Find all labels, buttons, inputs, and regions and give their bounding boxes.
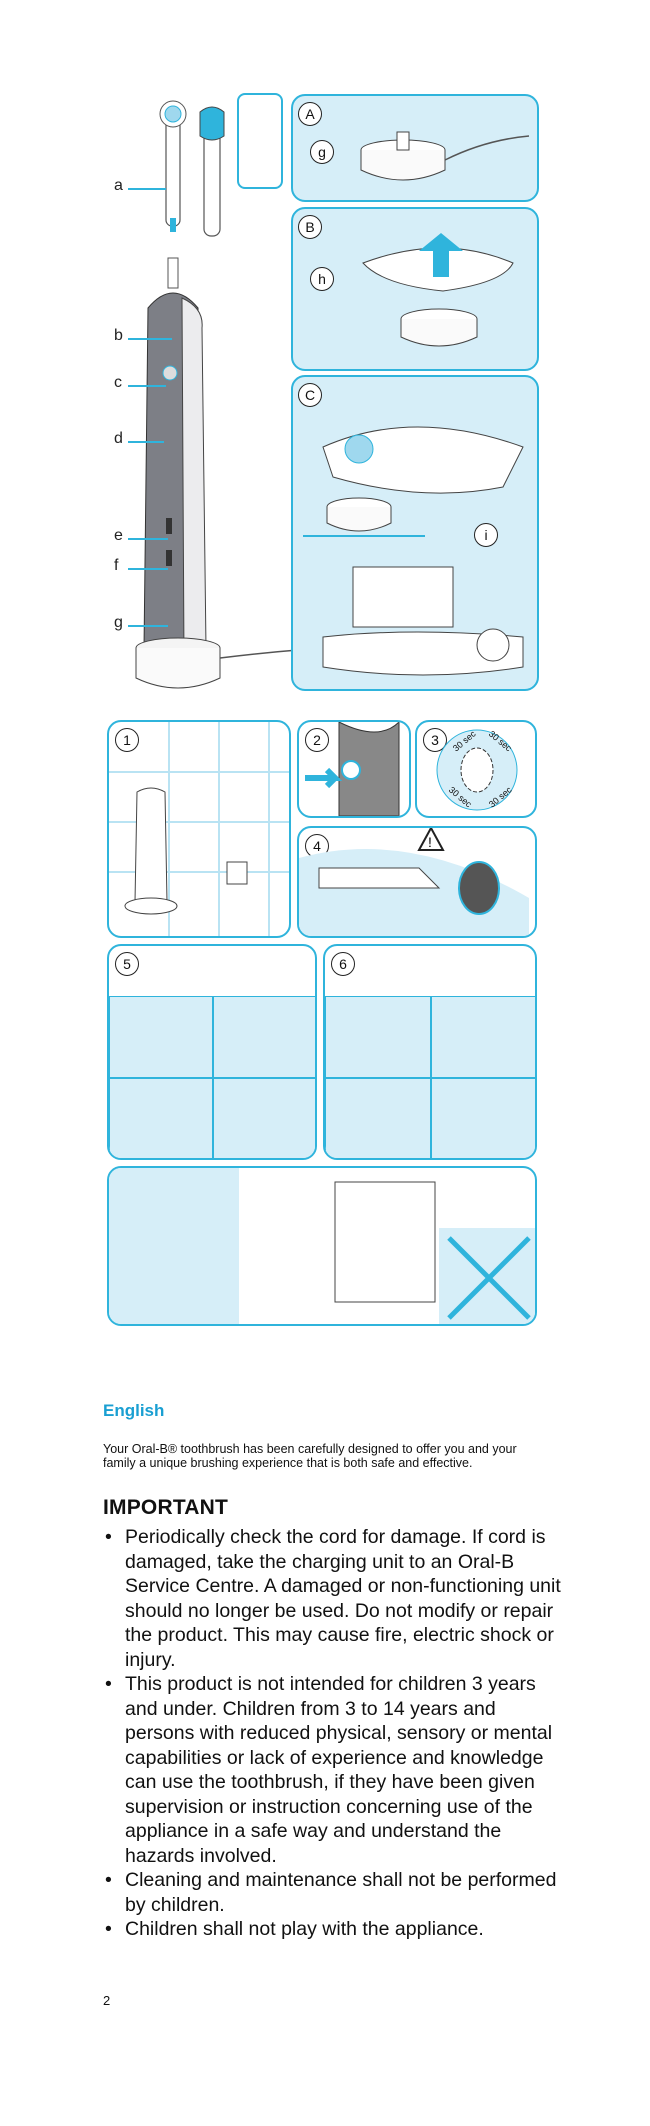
step-4-illustration: ! [299,828,529,936]
step-2-panel: 2 [297,720,411,818]
step-5-panel: 5 [107,944,317,1160]
language-heading: English [103,1401,165,1420]
label-g: g [310,140,334,164]
callout-g [128,625,168,627]
part-label-a: a [114,177,123,194]
part-label-g: g [114,614,123,631]
list-item: • Periodically check the cord for damage.… [103,1525,563,1672]
panel-c: C i [291,375,539,691]
callout-b [128,338,172,340]
list-item-text: Cleaning and maintenance shall not be pe… [125,1869,557,1916]
step-5-cell-3 [109,1078,213,1158]
label-i: i [474,523,498,547]
storage-illustration [322,426,524,676]
brush-head-precision [199,106,225,237]
step-5-cell-2 [213,996,315,1078]
panel-a: A g [291,94,539,202]
callout-c [128,385,166,387]
step-6-cell-1 [325,996,431,1078]
list-item: • Cleaning and maintenance shall not be p… [103,1868,563,1917]
step-6-cell-2 [431,996,535,1078]
bullet-glyph: • [105,1869,112,1891]
bullet-glyph: • [105,1673,112,1695]
intro-paragraph: Your Oral-B® toothbrush has been careful… [103,1442,517,1470]
step-3-timer-illustration [436,729,518,811]
badge-b: B [298,215,322,239]
callout-d [128,441,164,443]
travel-holder-illustration [362,233,514,347]
step-4-panel: 4 ! [297,826,537,938]
callout-f [128,568,168,570]
badge-c: C [298,383,322,407]
bullet-glyph: • [105,1526,112,1548]
step-7-illustration [109,1168,535,1324]
brush-head-detail [237,93,283,189]
step-1-badge: 1 [115,728,139,752]
page-number: 2 [103,1993,111,2008]
safety-list: • Periodically check the cord for damage.… [103,1525,563,1942]
step-5-cell-4 [213,1078,315,1158]
important-heading: IMPORTANT [103,1496,229,1519]
list-item-text: Children shall not play with the applian… [125,1918,484,1940]
step-7-panel: 7 [107,1166,537,1326]
part-label-e: e [114,527,123,544]
handle [143,257,207,661]
list-item: • Children shall not play with the applia… [103,1917,563,1942]
brush-head-round [159,100,187,232]
label-h: h [310,267,334,291]
callout-i [303,535,425,537]
callout-a [128,188,166,190]
step-1-panel: 1 [107,720,291,938]
svg-text:!: ! [428,834,432,850]
step-2-badge: 2 [305,728,329,752]
step-3-panel: 3 30 sec 30 sec 30 sec 30 sec [415,720,537,818]
charger-illustration-a [360,131,530,181]
list-item: • This product is not intended for childr… [103,1672,563,1868]
step-6-cell-4 [431,1078,535,1158]
list-item-text: Periodically check the cord for damage. … [125,1526,561,1671]
step-5-cell-1 [109,996,213,1078]
charger-base [135,637,299,689]
toothbrush-illustration [135,100,299,689]
part-label-f: f [114,557,119,574]
list-item-text: This product is not intended for childre… [125,1673,553,1867]
part-label-d: d [114,430,123,447]
panel-b: B h [291,207,539,371]
step-2-illustration [305,722,400,816]
badge-a: A [298,102,322,126]
step-6-badge: 6 [331,952,355,976]
step-5-badge: 5 [115,952,139,976]
part-label-b: b [114,327,123,344]
step-6-cell-3 [325,1078,431,1158]
callout-e [128,538,168,540]
part-label-c: c [114,374,122,391]
step-6-panel: 6 [323,944,537,1160]
step-1-illustration [109,722,289,936]
bullet-glyph: • [105,1918,112,1940]
